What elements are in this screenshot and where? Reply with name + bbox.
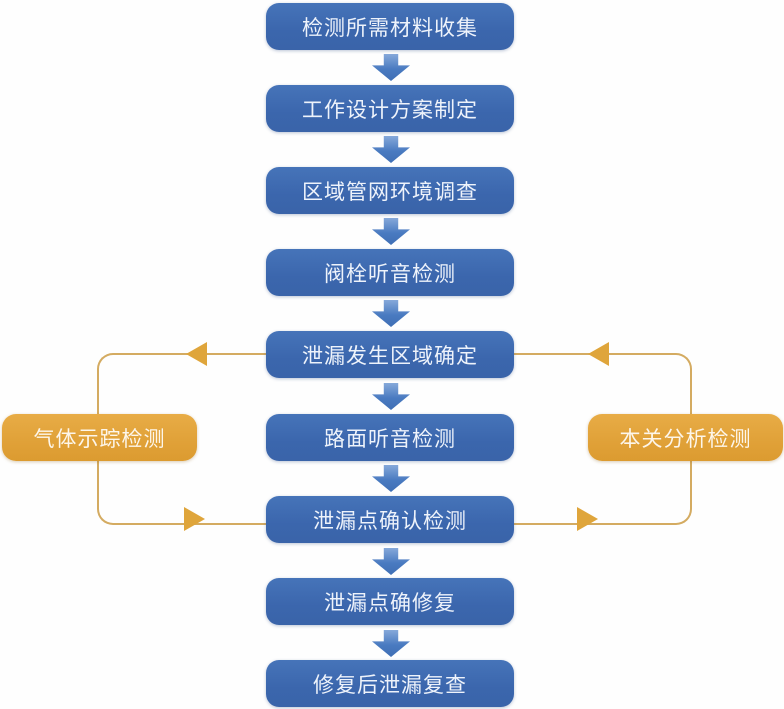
down-arrow-icon [372,383,410,410]
step-post-repair-recheck: 修复后泄漏复查 [266,660,514,707]
down-arrow-icon [372,300,410,327]
down-arrow-icon [372,548,410,575]
down-arrow-icon [372,54,410,81]
step-leak-point-confirmation: 泄漏点确认检测 [266,496,514,543]
step-leak-area-determination: 泄漏发生区域确定 [266,331,514,378]
step-material-collection: 检测所需材料收集 [266,3,514,50]
down-arrow-icon [372,465,410,492]
step-pipe-network-survey: 区域管网环境调查 [266,167,514,214]
branch-correlation-analysis-detection: 本关分析检测 [588,414,783,461]
step-valve-listening-detect: 阀栓听音检测 [266,249,514,296]
left-top-arrowhead-icon [186,342,207,366]
down-arrow-icon [372,630,410,657]
down-arrow-icon [372,136,410,163]
down-arrow-icon [372,218,410,245]
step-leak-point-repair: 泄漏点确修复 [266,578,514,625]
right-bottom-arrowhead-icon [577,507,598,531]
left-bottom-arrowhead-icon [184,507,205,531]
step-work-design-plan: 工作设计方案制定 [266,85,514,132]
right-top-arrowhead-icon [588,342,609,366]
step-road-listening-detect: 路面听音检测 [266,414,514,461]
branch-gas-tracer-detection: 气体示踪检测 [2,414,197,461]
